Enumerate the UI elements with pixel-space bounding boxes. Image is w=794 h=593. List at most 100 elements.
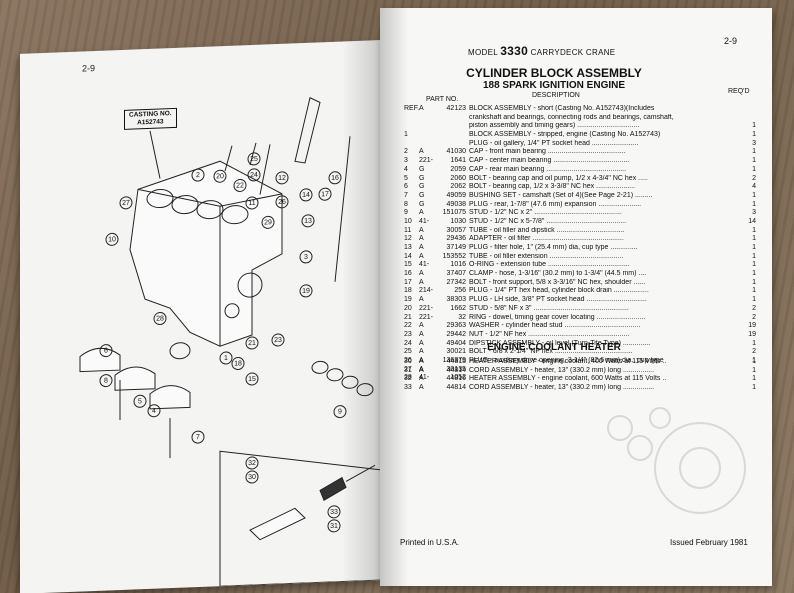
part-description: CORD ASSEMBLY - heater, 13" (330.2 mm) l… [469, 366, 655, 374]
callout-23: 23 [274, 337, 282, 344]
part-number: 44814 [446, 366, 466, 374]
part-number: 37407 [446, 270, 466, 278]
header-title: CARRYDECK CRANE [530, 48, 616, 57]
part-description: BUSHING SET - camshaft (Set of 4)(See Pa… [469, 191, 653, 199]
part-number: 41030 [446, 148, 466, 156]
quantity-required: 1 [752, 358, 756, 365]
col-header-reqd: REQ'D [728, 88, 750, 95]
part-prefix: G [419, 183, 425, 191]
part-number: 256 [454, 287, 466, 295]
quantity-required: 1 [752, 375, 756, 383]
part-number: 49038 [446, 200, 466, 208]
quantity-required: 2 [752, 313, 756, 321]
part-prefix [419, 140, 441, 149]
quantity-required: 1 [752, 244, 756, 251]
ref-number: 19 [404, 296, 412, 304]
part-number: 27342 [446, 278, 466, 286]
quantity-required: 1 [752, 339, 756, 347]
parts-row: 28 41- 1052 [404, 374, 756, 383]
part-number: 30021 [446, 348, 466, 356]
bushing-1 [311, 360, 329, 374]
part-prefix: 41- [419, 374, 430, 382]
front-plate-bore [237, 272, 263, 298]
part-description: CORD ASSEMBLY - heater, 13" (330.2 mm) l… [469, 384, 655, 392]
part-description: PLUG - 1/4" PT hex head, cylinder block … [469, 287, 649, 295]
callout-8: 8 [104, 378, 108, 385]
ref-number: 27 [404, 365, 412, 373]
part-number: 136379 [442, 356, 466, 364]
callout-28: 28 [156, 315, 164, 322]
part-prefix [419, 114, 441, 123]
callout-33: 33 [330, 509, 338, 516]
part-number: 37149 [446, 244, 466, 251]
quantity-required: 14 [748, 217, 756, 225]
quantity-required: 1 [752, 165, 756, 173]
part-prefix: A [419, 365, 424, 373]
part-prefix: A [419, 226, 424, 234]
quantity-required: 1 [752, 296, 756, 304]
quantity-required: 1 [752, 200, 756, 208]
quantity-required: 4 [752, 183, 756, 191]
bearing-cap-1 [79, 347, 121, 373]
part-number: 1016 [450, 261, 466, 269]
callout-21: 21 [248, 340, 256, 347]
part-number: 38303 [446, 296, 466, 304]
part-prefix: 221- [419, 313, 434, 321]
callout-22: 22 [236, 182, 244, 189]
part-prefix: A [419, 252, 424, 260]
part-prefix [419, 131, 441, 140]
part-description: BOLT - 6/8 x 2-1/4" NF hex .............… [469, 348, 633, 356]
callout-6: 6 [104, 348, 108, 355]
callout-32: 32 [248, 460, 256, 467]
ref-number: 26 [404, 356, 412, 364]
quantity-required: 2 [752, 304, 756, 312]
callout-27: 27 [122, 200, 130, 207]
part-number [441, 131, 469, 140]
part-prefix [419, 122, 441, 131]
show-through-diagram [607, 407, 746, 514]
parts-row: crankshaft and bearings, connecting rods… [404, 114, 756, 123]
callout-15: 15 [248, 376, 256, 383]
part-number: 29442 [446, 330, 466, 338]
ref-number: 1 [404, 131, 408, 139]
ref-number: 15 [404, 261, 412, 269]
part-prefix: A [419, 358, 424, 365]
part-prefix: A [419, 322, 424, 330]
bearing-cap-3 [149, 385, 191, 410]
part-description: BOLT - front support, 5/8 x 3-3/16" NC h… [469, 278, 646, 286]
quantity-required: 1 [752, 261, 756, 269]
callout-4: 4 [152, 408, 156, 415]
stud-part-3 [249, 142, 257, 166]
casting-leader-line [149, 130, 161, 179]
right-page: MODEL 3330 CARRYDECK CRANE 2-9 CYLINDER … [380, 8, 772, 586]
cylinder-bore-2 [171, 195, 199, 215]
ref-number: 31 [404, 366, 412, 374]
part-number: 29363 [446, 322, 466, 330]
part-prefix: G [419, 200, 425, 208]
part-description: PLUG - filter hole, 1" (25.4 mm) dia, cu… [469, 244, 638, 251]
ref-number [404, 114, 419, 123]
ref-number: 22 [404, 322, 412, 330]
bearing-cap-2 [114, 366, 156, 391]
ref-number: 10 [404, 217, 412, 225]
part-prefix: G [419, 191, 425, 199]
part-description: STUD - 1/2" NC x 2" ....................… [469, 209, 622, 217]
part-number: 1052 [450, 374, 466, 382]
ref-number: 20 [404, 304, 412, 312]
part-prefix: G [419, 174, 425, 182]
cylinder-bore-3 [196, 200, 224, 220]
heater-cord [345, 464, 376, 482]
ref-number: 28 [404, 374, 412, 382]
quantity-required: 2 [752, 348, 756, 356]
